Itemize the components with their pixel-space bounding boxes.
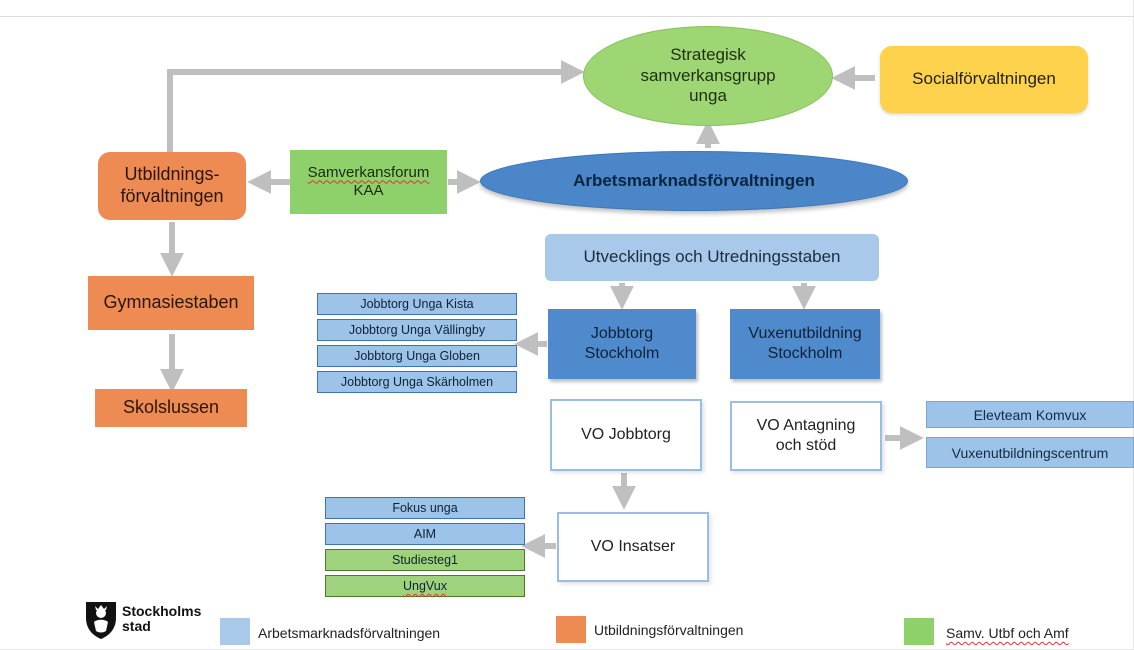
list-item-jobbtorg-2: Jobbtorg Unga Vällingby [317, 319, 517, 341]
list-item-label: UngVux [402, 579, 447, 593]
node-vo-antagning: VO Antagning och stöd [730, 401, 882, 471]
legend-label-utbildning: Utbildningsförvaltningen [594, 622, 744, 638]
node-skolslussen: Skolslussen [95, 389, 247, 427]
logo-wordmark: Stockholms stad [122, 604, 201, 633]
list-item-label: Studiesteg1 [391, 553, 459, 567]
list-item-insatser-4: UngVux [325, 575, 525, 597]
list-item-insatser-1: Fokus unga [325, 497, 525, 519]
side-box-elevteam-komvux: Elevteam Komvux [926, 401, 1134, 428]
list-item-jobbtorg-1: Jobbtorg Unga Kista [317, 293, 517, 315]
list-item-insatser-2: AIM [325, 523, 525, 545]
side-box-label: Elevteam Komvux [973, 406, 1087, 423]
node-gymnasiestaben: Gymnasiestaben [88, 276, 254, 330]
legend-label-samverkan: Samv. Utbf och Amf [946, 625, 1069, 641]
legend-label-arbetsmarknad: Arbetsmarknadsförvaltningen [258, 625, 441, 641]
legend-swatch-utbildning [556, 616, 586, 643]
node-gymnasiestaben-label: Gymnasiestaben [103, 292, 239, 313]
logo-line2: stad [122, 617, 151, 634]
node-strategisk-samverkansgrupp: Strategisk samverkansgrupp unga [583, 26, 833, 126]
list-item-insatser-3: Studiesteg1 [325, 549, 525, 571]
node-jobbtorg-stockholm: Jobbtorg Stockholm [548, 309, 696, 379]
node-utbildning-label: Utbildnings- förvaltningen [120, 164, 224, 206]
legend-label-samverkan-text: Samv. Utbf och Amf [946, 625, 1069, 641]
side-box-label: Vuxenutbildningscentrum [951, 444, 1109, 461]
list-item-label: Jobbtorg Unga Globen [354, 349, 480, 363]
node-samverkansforum-line1: Samverkansforum [307, 163, 430, 181]
node-samverkansforum-line2: KAA [353, 182, 384, 199]
list-item-label: Jobbtorg Unga Skärholmen [340, 375, 494, 389]
node-strategisk-label: Strategisk samverkansgrupp unga [640, 44, 776, 106]
node-arbetsmarknadsforvaltningen: Arbetsmarknadsförvaltningen [480, 151, 908, 211]
node-vo-insatser-label: VO Insatser [590, 538, 676, 556]
stockholm-crest-icon [86, 602, 116, 639]
node-vuxenutbildning-label: Vuxenutbildning Stockholm [748, 325, 862, 362]
node-utvecklings-utredningsstaben: Utvecklings och Utredningsstaben [545, 234, 879, 281]
node-socialforvaltningen: Socialförvaltningen [880, 46, 1088, 113]
node-vo-jobbtorg-label: VO Jobbtorg [581, 426, 671, 444]
list-item-label: Fokus unga [392, 501, 458, 515]
legend-swatch-samverkan [904, 618, 934, 645]
side-box-vuxenutbildningscentrum: Vuxenutbildningscentrum [926, 437, 1134, 468]
node-vo-jobbtorg: VO Jobbtorg [550, 399, 702, 471]
node-vuxenutbildning-stockholm: Vuxenutbildning Stockholm [730, 309, 880, 379]
list-item-label: Jobbtorg Unga Vällingby [348, 323, 486, 337]
list-item-label: AIM [413, 527, 437, 541]
node-samverkansforum-kaa: Samverkansforum KAA [290, 150, 447, 214]
node-jobbtorg-stockholm-label: Jobbtorg Stockholm [584, 325, 660, 362]
node-vo-antagning-label: VO Antagning och stöd [756, 417, 856, 454]
top-rule [0, 16, 1134, 17]
list-item-jobbtorg-3: Jobbtorg Unga Globen [317, 345, 517, 367]
legend-swatch-arbetsmarknad [220, 618, 250, 645]
node-arbetsmarknad-label: Arbetsmarknadsförvaltningen [573, 170, 815, 190]
list-item-label: Jobbtorg Unga Kista [360, 297, 474, 311]
node-utvecklings-label: Utvecklings och Utredningsstaben [583, 247, 841, 267]
node-skolslussen-label: Skolslussen [122, 397, 220, 418]
node-social-label: Socialförvaltningen [912, 69, 1056, 89]
node-utbildningsforvaltningen: Utbildnings- förvaltningen [98, 152, 246, 220]
list-item-jobbtorg-4: Jobbtorg Unga Skärholmen [317, 371, 517, 393]
arrow-utbildning-to-strategisk [167, 60, 585, 152]
node-vo-insatser: VO Insatser [557, 512, 709, 582]
logo-line1: Stockholms [122, 603, 202, 619]
